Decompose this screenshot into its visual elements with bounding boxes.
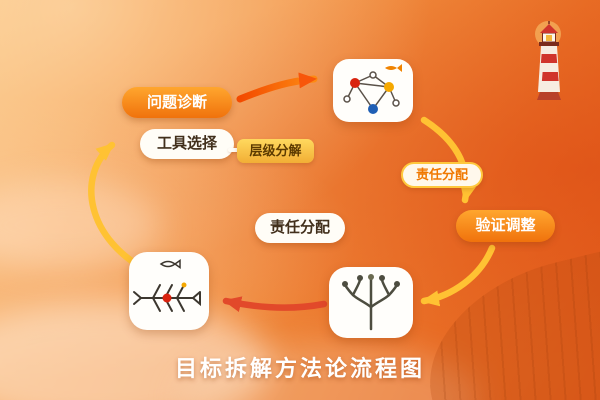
node-responsibility-allocation-pill: 责任分配: [255, 213, 345, 243]
node-problem-diagnosis: 问题诊断: [122, 87, 232, 118]
node-tool-selection: 工具选择: [140, 129, 234, 159]
fishbone-diagram-icon: [129, 252, 209, 330]
network-graph-icon: [333, 59, 413, 122]
tag-connector-line: [228, 148, 242, 152]
diagram-title: 目标拆解方法论流程图: [174, 356, 425, 381]
lighthouse-icon: [535, 21, 561, 100]
node-responsibility-allocation-tag: 责任分配: [401, 162, 483, 188]
tree-branch-icon: [329, 267, 413, 338]
node-hierarchy-decomposition: 层级分解: [237, 139, 314, 163]
node-verification-adjustment: 验证调整: [456, 210, 555, 242]
